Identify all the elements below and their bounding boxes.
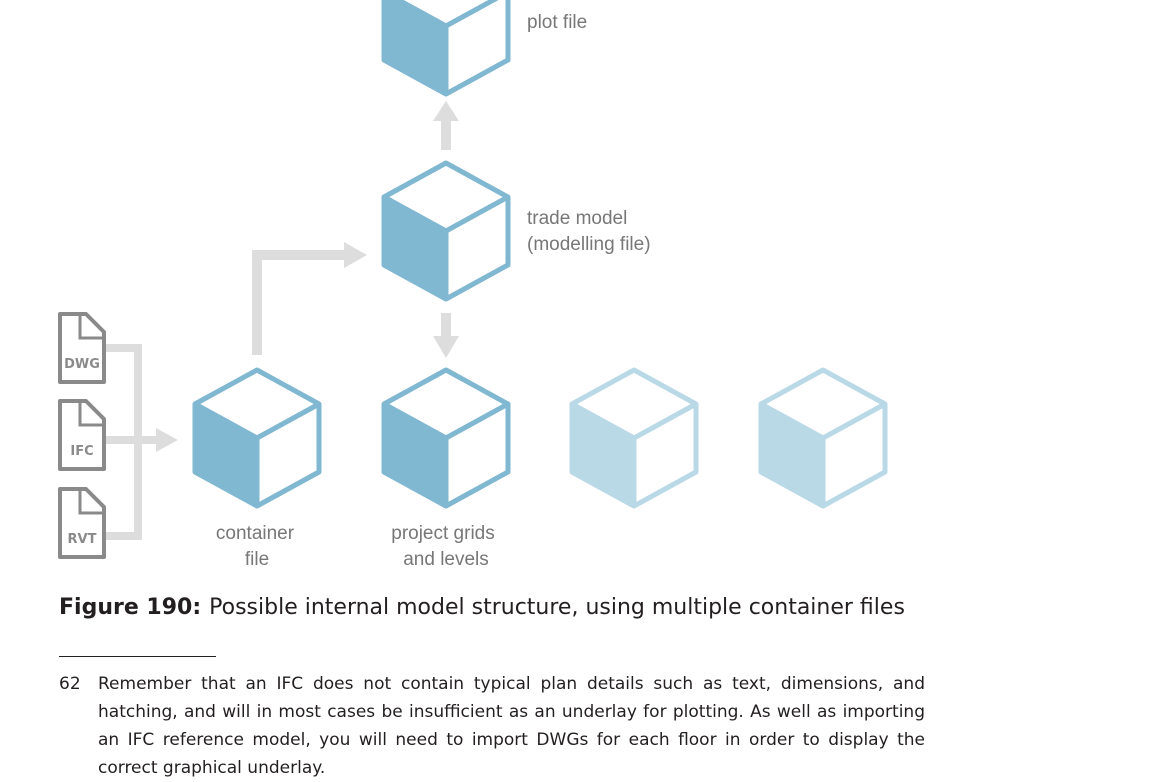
footnote-text: Remember that an IFC does not contain ty… bbox=[98, 674, 925, 778]
ifc-file-icon: IFC bbox=[58, 399, 106, 471]
arrow-trade-to-plot bbox=[433, 101, 459, 150]
footnote-number: 62 bbox=[59, 674, 81, 694]
figure-caption-text: Possible internal model structure, using… bbox=[209, 595, 905, 620]
trade-model-cube-icon bbox=[384, 163, 508, 299]
container-cube-faded-1-icon bbox=[572, 370, 696, 506]
plot-file-cube-icon bbox=[384, 0, 508, 94]
plot-file-label: plot file bbox=[527, 12, 587, 33]
arrow-trade-to-grids bbox=[433, 313, 459, 358]
project-grids-label-line2: and levels bbox=[403, 549, 489, 570]
project-grids-cube-icon bbox=[384, 370, 508, 506]
rvt-file-icon: RVT bbox=[58, 487, 106, 559]
trade-model-label-line2: (modelling file) bbox=[527, 234, 651, 255]
dwg-label: DWG bbox=[64, 357, 100, 372]
figure-caption: Figure 190: Possible internal model struc… bbox=[59, 595, 905, 620]
trade-model-label-line1: trade model bbox=[527, 208, 627, 229]
ifc-label: IFC bbox=[70, 444, 93, 459]
dwg-file-icon: DWG bbox=[58, 312, 106, 384]
container-cube-faded-2-icon bbox=[761, 370, 885, 506]
footnote-divider bbox=[59, 656, 216, 657]
rvt-label: RVT bbox=[68, 532, 97, 547]
arrow-container-to-trade bbox=[252, 242, 367, 355]
container-file-label-line2: file bbox=[245, 549, 269, 570]
container-file-label-line1: container bbox=[216, 523, 295, 544]
container-file-cube-icon bbox=[195, 370, 319, 506]
arrow-files-to-container bbox=[106, 344, 178, 540]
figure-number: Figure 190: bbox=[59, 595, 202, 620]
footnote: 62 Remember that an IFC does not contain… bbox=[59, 670, 925, 782]
project-grids-label-line1: project grids bbox=[391, 523, 495, 544]
